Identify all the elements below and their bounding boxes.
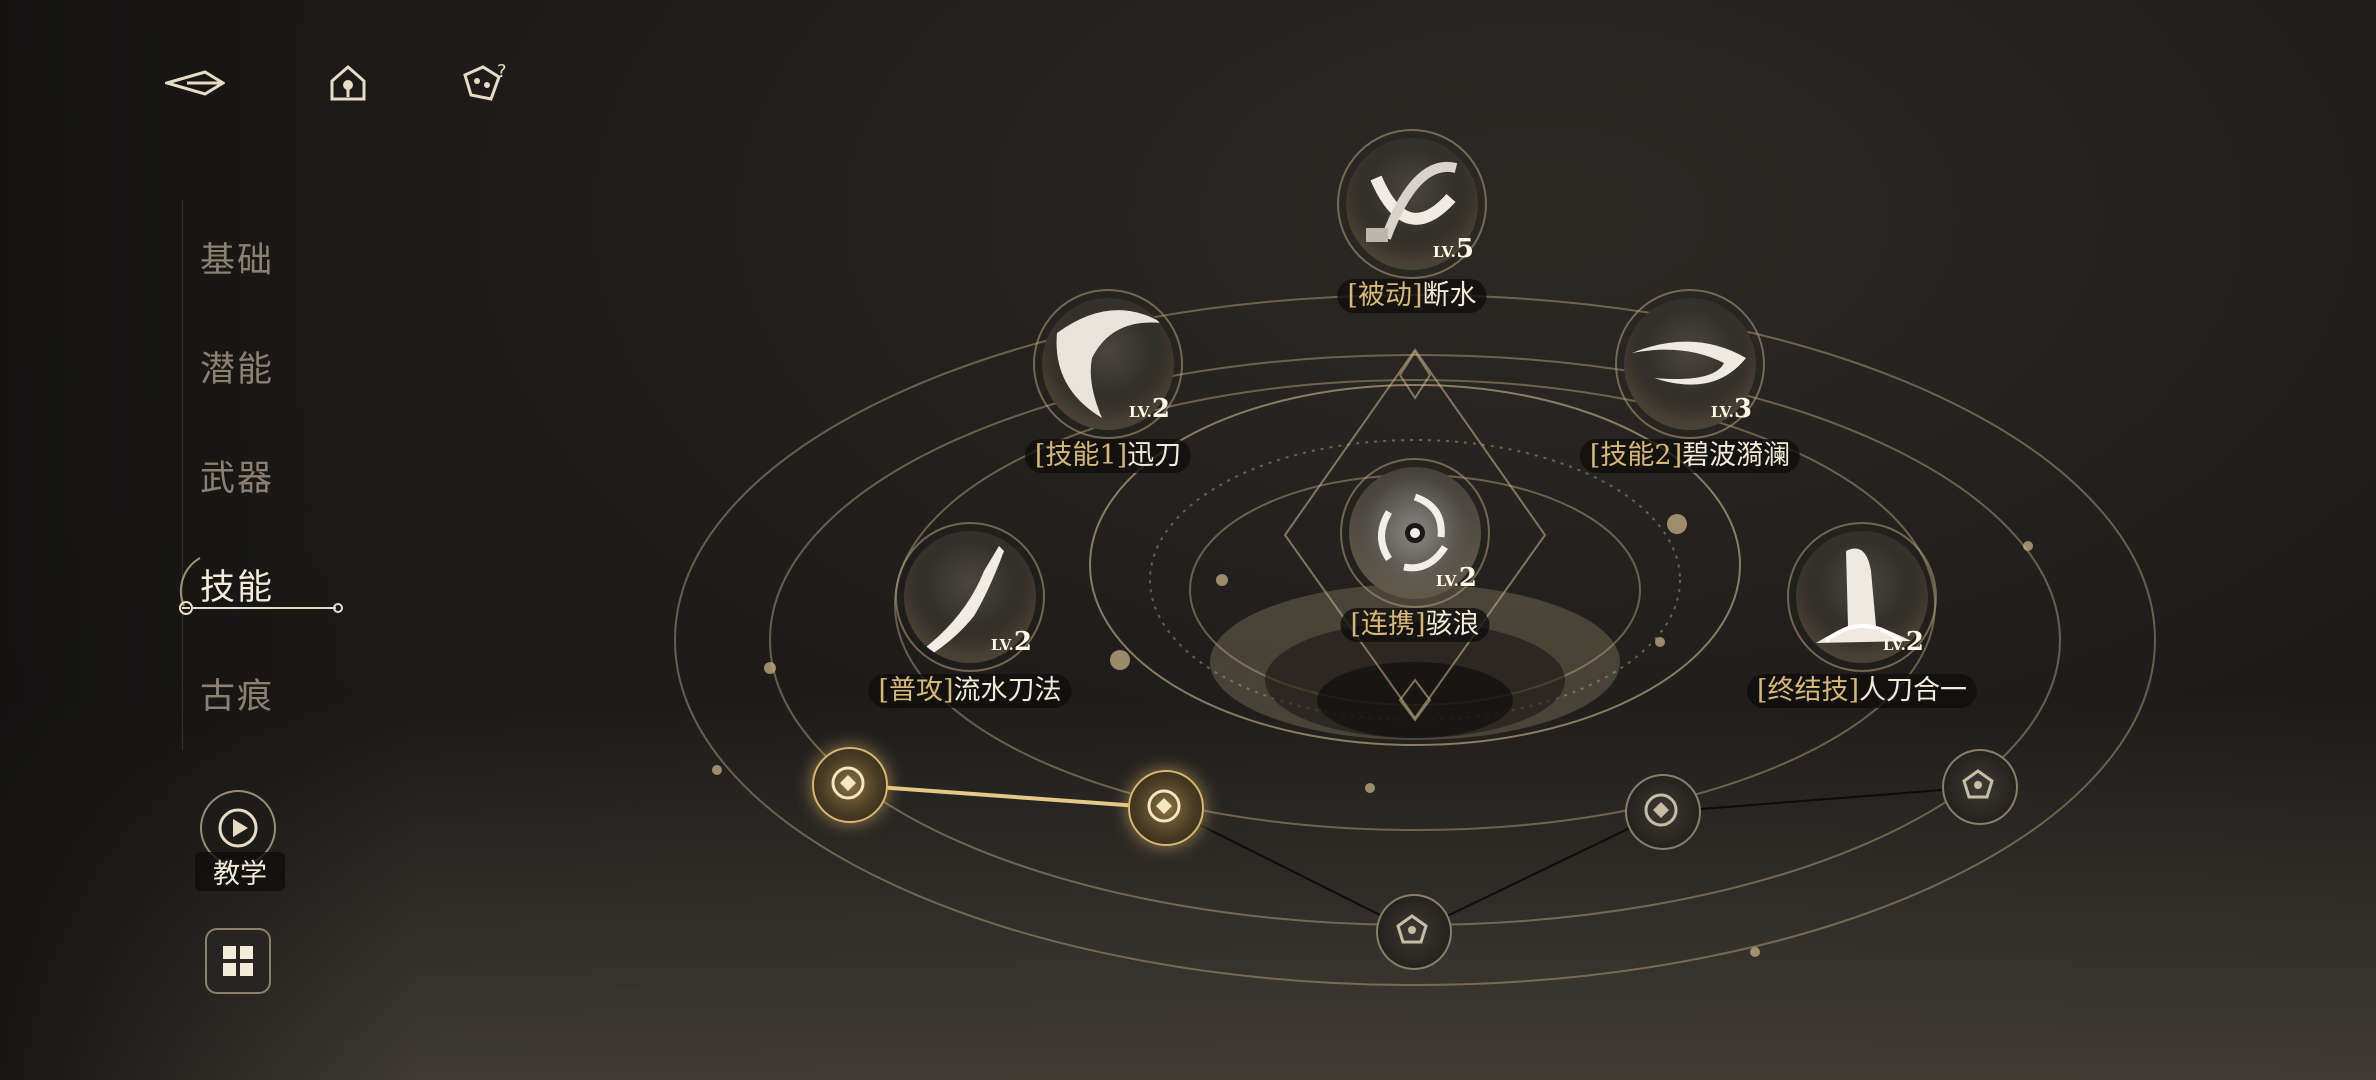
tutorial-button[interactable]: 教学 xyxy=(195,790,285,891)
skill-normal-attack[interactable]: LV.2 xyxy=(870,497,1070,697)
skill-label-passive: [被动]断水 xyxy=(1337,279,1487,313)
skill-1[interactable]: LV.2 xyxy=(1008,264,1208,464)
normal-attack-icon xyxy=(914,546,1004,659)
tutorial-label: 教学 xyxy=(195,852,285,891)
talent-node-2[interactable] xyxy=(1128,770,1204,846)
talent-node-4[interactable] xyxy=(1625,774,1701,850)
svg-text:?: ? xyxy=(497,61,507,82)
help-icon[interactable]: ? xyxy=(456,58,516,108)
passive-skill-icon xyxy=(1366,161,1458,242)
ultimate-icon xyxy=(1816,548,1911,643)
nav-rail xyxy=(182,200,183,750)
grid-menu-button[interactable] xyxy=(205,928,271,994)
skill-passive[interactable]: LV.5 xyxy=(1312,104,1512,304)
skill-label-2: [技能2]碧波漪澜 xyxy=(1579,439,1801,473)
sidebar xyxy=(0,0,420,1080)
skill-2-icon xyxy=(1632,341,1746,385)
back-arrow-icon[interactable] xyxy=(165,58,225,108)
skill-label-ultimate: [终结技]人刀合一 xyxy=(1746,674,1978,708)
diamond-node-icon xyxy=(1644,793,1678,827)
skill-ultimate[interactable]: LV.2 xyxy=(1762,497,1962,697)
nav-item-ancient-mark[interactable]: 古痕 xyxy=(200,677,275,717)
talent-node-1[interactable] xyxy=(812,747,888,823)
skill-label-combo: [连携]骇浪 xyxy=(1340,608,1490,642)
talent-node-3[interactable] xyxy=(1376,894,1452,970)
nav-item-potential[interactable]: 潜能 xyxy=(200,350,275,390)
skill-2[interactable]: LV.3 xyxy=(1590,264,1790,464)
nav-item-skill[interactable]: 技能 xyxy=(200,568,275,608)
nav-item-basic[interactable]: 基础 xyxy=(200,241,275,281)
skill-combo[interactable]: LV.2 xyxy=(1315,433,1515,633)
diamond-node-icon xyxy=(831,766,865,800)
skill-1-icon xyxy=(1056,310,1162,418)
home-icon[interactable] xyxy=(318,58,378,108)
nav-item-weapon[interactable]: 武器 xyxy=(200,459,275,499)
diamond-node-icon xyxy=(1147,789,1181,823)
nav-active-marker xyxy=(150,550,343,620)
pentagon-node-icon xyxy=(1396,914,1428,944)
combo-skill-icon xyxy=(1378,493,1448,572)
grid-icon xyxy=(223,946,253,976)
talent-node-5[interactable] xyxy=(1942,749,2018,825)
pentagon-node-icon xyxy=(1962,769,1994,799)
skill-label-1: [技能1]迅刀 xyxy=(1024,439,1192,473)
skill-label-normal-attack: [普攻]流水刀法 xyxy=(868,674,1072,708)
